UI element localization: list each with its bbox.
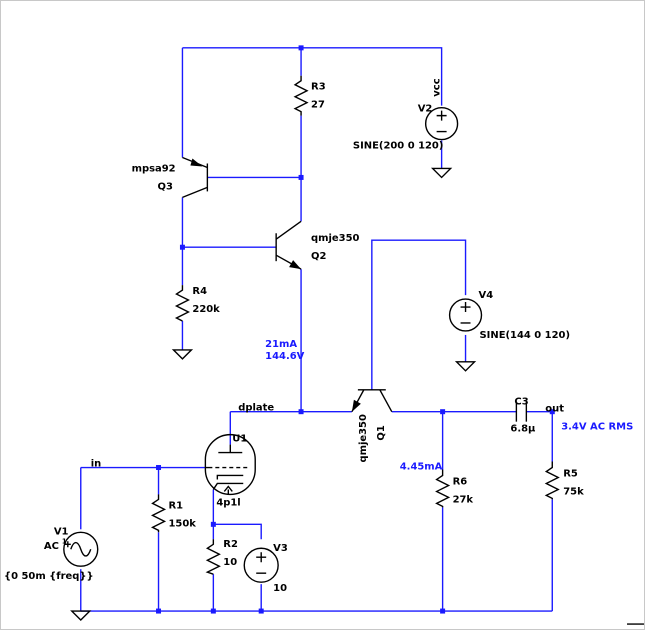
net-label-in: in bbox=[91, 459, 102, 470]
capacitor-c3[interactable]: C3 6.8µ bbox=[510, 397, 536, 435]
q2-name: Q2 bbox=[311, 251, 326, 262]
v2-value: SINE(200 0 120) bbox=[353, 141, 444, 152]
v4-value: SINE(144 0 120) bbox=[480, 330, 571, 341]
r4-name: R4 bbox=[192, 286, 207, 297]
v1-type: AC bbox=[44, 541, 59, 552]
v4-name: V4 bbox=[479, 290, 494, 301]
annotation-q2-current: 21mA bbox=[265, 339, 297, 350]
resistor-r2[interactable]: R2 10 bbox=[205, 539, 238, 575]
transistor-q1[interactable]: qmje350 Q1 bbox=[351, 389, 393, 463]
v2-name: V2 bbox=[418, 104, 433, 115]
c3-name: C3 bbox=[514, 397, 528, 408]
c3-value: 6.8µ bbox=[510, 424, 536, 435]
junctions bbox=[156, 45, 555, 614]
r5-name: R5 bbox=[563, 468, 578, 479]
q1-name: Q1 bbox=[376, 425, 387, 440]
v1-value: {0 50m {freq}} bbox=[4, 571, 94, 582]
r3-name: R3 bbox=[311, 82, 326, 93]
resistor-r4[interactable]: R4 220k bbox=[174, 285, 220, 322]
ac-source-v1[interactable]: V1 AC 1 {0 50m {freq}} bbox=[4, 526, 99, 582]
transistor-q3[interactable]: mpsa92 Q3 bbox=[132, 156, 209, 199]
net-label-dplate: dplate bbox=[238, 403, 274, 414]
ground-symbol-main bbox=[70, 610, 92, 622]
ground-symbol-v2 bbox=[430, 167, 453, 179]
resistor-r6[interactable]: R6 27k 4.45mA bbox=[400, 462, 474, 508]
r2-name: R2 bbox=[223, 539, 238, 550]
resistor-r3[interactable]: R3 27 bbox=[293, 75, 326, 116]
annotation-r6-current: 4.45mA bbox=[400, 462, 443, 473]
u1-name: U1 bbox=[232, 434, 247, 445]
resistor-r5[interactable]: R5 75k bbox=[544, 461, 584, 500]
voltage-source-v2[interactable]: V2 SINE(200 0 120) vcc bbox=[353, 78, 459, 152]
r4-value: 220k bbox=[192, 304, 220, 315]
net-label-vcc: vcc bbox=[432, 78, 443, 96]
u1-model: 4p1l bbox=[216, 497, 240, 508]
v3-name: V3 bbox=[273, 543, 288, 554]
r1-value: 150k bbox=[168, 518, 196, 529]
ground-symbol-v4 bbox=[454, 361, 477, 372]
r2-value: 10 bbox=[223, 557, 237, 568]
q1-model: qmje350 bbox=[358, 414, 369, 463]
voltage-source-v4[interactable]: V4 SINE(144 0 120) bbox=[448, 290, 571, 341]
r6-value: 27k bbox=[453, 494, 474, 505]
annotation-q2-voltage: 144.6V bbox=[265, 351, 304, 362]
r6-name: R6 bbox=[453, 476, 468, 487]
ground-symbol-r4 bbox=[171, 349, 194, 360]
voltage-source-v3[interactable]: V3 10 bbox=[243, 543, 288, 594]
annotation-output-level: 3.4V AC RMS bbox=[561, 422, 633, 433]
r1-name: R1 bbox=[168, 500, 183, 511]
net-label-out: out bbox=[545, 404, 564, 415]
q3-name: Q3 bbox=[158, 181, 173, 192]
q2-model: qmje350 bbox=[311, 233, 360, 244]
v1-ac-value: 1 bbox=[62, 537, 67, 545]
q3-model: mpsa92 bbox=[132, 163, 176, 174]
vacuum-tube-u1[interactable]: U1 4p1l bbox=[204, 434, 256, 509]
r3-value: 27 bbox=[311, 100, 325, 111]
v3-value: 10 bbox=[273, 583, 287, 594]
r5-value: 75k bbox=[563, 486, 584, 497]
wires bbox=[80, 47, 553, 612]
transistor-q2[interactable]: qmje350 Q2 bbox=[275, 220, 360, 270]
v1-name: V1 bbox=[54, 526, 69, 537]
resistor-r1[interactable]: R1 150k bbox=[150, 494, 197, 533]
